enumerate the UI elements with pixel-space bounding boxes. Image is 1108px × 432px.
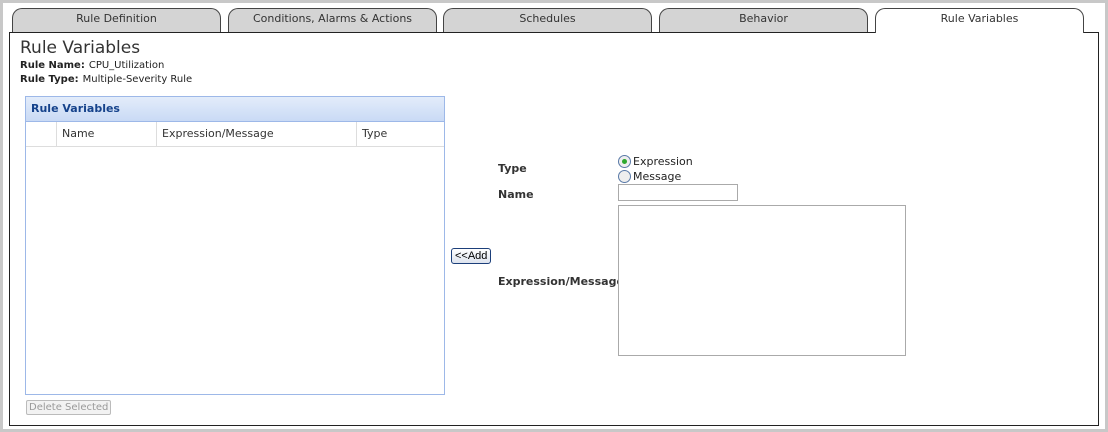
radio-expression[interactable]: Expression [618, 155, 693, 168]
expression-message-input[interactable] [618, 205, 906, 356]
type-label: Type [498, 162, 527, 175]
tab-rule-variables[interactable]: Rule Variables [875, 8, 1084, 33]
name-label: Name [498, 188, 534, 201]
add-button[interactable]: <<Add [451, 248, 492, 264]
grid-header-row: Name Expression/Message Type [26, 122, 444, 147]
rule-type-label: Rule Type: [20, 74, 79, 85]
tab-schedules[interactable]: Schedules [443, 8, 652, 32]
column-select[interactable] [26, 122, 57, 146]
tab-panel: Rule Variables Rule Name:CPU_Utilization… [9, 32, 1099, 426]
column-type[interactable]: Type [362, 127, 388, 140]
column-name[interactable]: Name [57, 122, 157, 146]
tab-behavior[interactable]: Behavior [659, 8, 868, 32]
delete-selected-button[interactable]: Delete Selected [26, 400, 112, 415]
rule-name: Rule Name:CPU_Utilization [20, 60, 164, 71]
page-title: Rule Variables [20, 38, 141, 58]
grid-title: Rule Variables [26, 97, 444, 122]
name-input[interactable] [618, 184, 738, 201]
radio-expression-label: Expression [633, 155, 693, 168]
rule-variables-grid: Rule Variables Name Expression/Message T… [25, 96, 445, 395]
radio-message-label: Message [633, 170, 682, 183]
tab-rule-definition[interactable]: Rule Definition [12, 8, 221, 32]
rule-name-label: Rule Name: [20, 60, 85, 71]
radio-unchecked-icon[interactable] [618, 170, 631, 183]
column-expression-message[interactable]: Expression/Message [157, 122, 357, 146]
tab-conditions-alarms-actions[interactable]: Conditions, Alarms & Actions [228, 8, 437, 32]
radio-message[interactable]: Message [618, 170, 681, 183]
rule-name-value: CPU_Utilization [88, 60, 165, 71]
rule-type-value: Multiple-Severity Rule [82, 74, 193, 85]
radio-checked-icon[interactable] [618, 155, 631, 168]
expression-message-label: Expression/Message [498, 275, 624, 288]
rule-type: Rule Type:Multiple-Severity Rule [20, 74, 192, 85]
window: Rule Definition Conditions, Alarms & Act… [3, 3, 1105, 429]
